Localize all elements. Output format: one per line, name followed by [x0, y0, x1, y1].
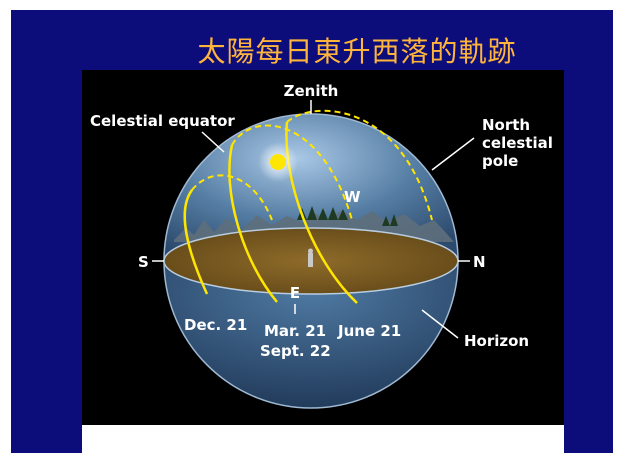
slide-title: 太陽每日東升西落的軌跡 [197, 35, 517, 68]
sun-path-dec21-front [183, 189, 209, 295]
north-celestial-pole-label-2: celestial [482, 134, 553, 152]
observer-figure [308, 253, 313, 267]
horizon-label: Horizon [464, 332, 529, 350]
trees [297, 206, 398, 226]
north-pole-pointer [431, 137, 475, 171]
celestial-sphere-figure: Zenith Celestial equator North celestial… [82, 70, 564, 453]
horizon-pointer [421, 309, 459, 339]
sun [270, 154, 286, 170]
sun-path-june21-back [286, 109, 433, 221]
dec21-label: Dec. 21 [184, 316, 247, 334]
east-label: E [290, 284, 300, 302]
sept22-label: Sept. 22 [260, 342, 331, 360]
figure-bottom-strip [82, 425, 564, 453]
west-label: W [344, 188, 361, 206]
north-label: N [473, 253, 486, 271]
celestial-sphere-diagram: Zenith Celestial equator North celestial… [90, 82, 553, 409]
observer-head [308, 248, 313, 254]
sun-path-mar21-back [231, 124, 353, 221]
lower-hemisphere [164, 261, 458, 408]
south-label: S [138, 253, 149, 271]
mar21-label: Mar. 21 [264, 322, 326, 340]
zenith-label: Zenith [284, 82, 339, 100]
north-celestial-pole-label-1: North [482, 116, 530, 134]
sun-path-mar21-front [228, 144, 278, 303]
sun-path-dec21-back [191, 174, 273, 221]
june21-label: June 21 [337, 322, 401, 340]
celestial-equator-label: Celestial equator [90, 112, 235, 130]
celestial-equator-pointer [201, 131, 225, 153]
north-celestial-pole-label-3: pole [482, 152, 518, 170]
